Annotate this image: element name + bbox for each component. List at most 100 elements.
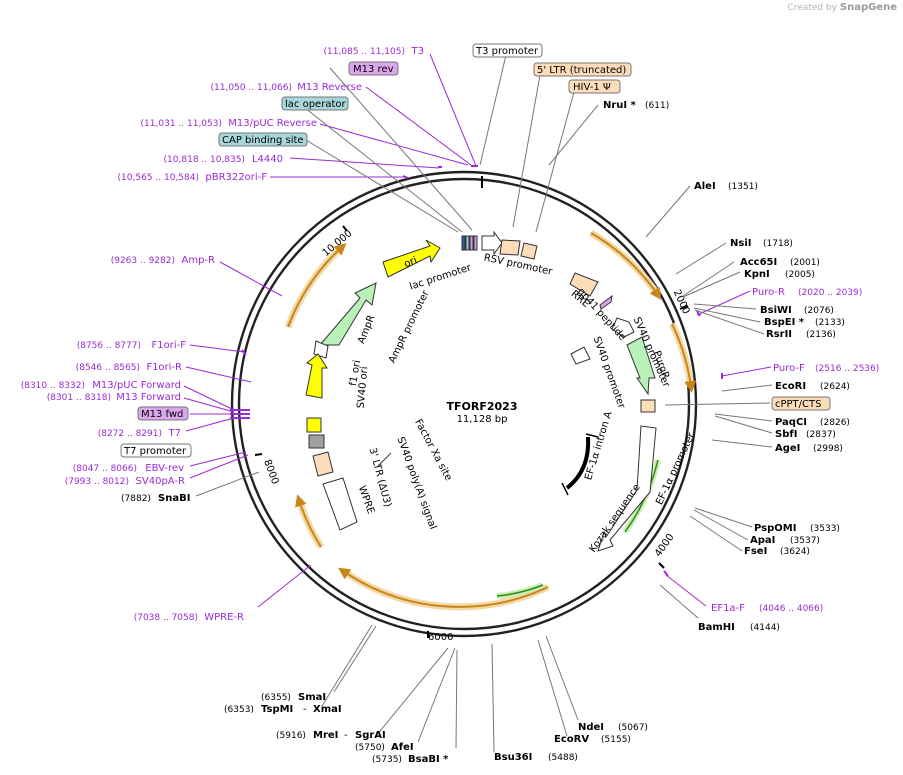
enzyme-tspmi-pos: (6353) — [224, 705, 254, 715]
enzyme-nsii: NsiI — [730, 238, 751, 249]
cppt-box — [640, 399, 656, 413]
enzyme-ndei-pos: (5067) — [618, 723, 648, 733]
enzyme-pspomi-pos: (3533) — [810, 524, 840, 534]
enzyme-bsu36i: Bsu36I — [494, 752, 532, 763]
ampr-label: AmpR — [356, 314, 377, 346]
enzyme-rsrii-pos: (2136) — [806, 330, 836, 340]
enzyme-sbfi-pos: (2837) — [806, 430, 836, 440]
enzyme-ecori: EcoRI — [775, 381, 806, 392]
primer-wpre-r: WPRE-R — [204, 612, 244, 623]
sv40-ori-label: SV40 ori — [356, 366, 371, 409]
sv40ori-box — [306, 417, 322, 433]
primer-ampr-pos: (9263 .. 9282) — [111, 256, 175, 266]
enzyme-bsabi-pos: (5735) — [372, 755, 402, 765]
puror-arrow — [626, 336, 656, 396]
enzyme-agei: AgeI — [775, 443, 800, 454]
primer-t7-pos: (8272 .. 8291) — [98, 429, 162, 439]
primer-labels: T3 (11,085 .. 11,105) M13 Reverse (11,05… — [21, 46, 880, 623]
primer-f1ori-r: F1ori-R — [146, 362, 182, 373]
enzyme-snabi-pos: (7882) — [121, 494, 151, 504]
rsv-promoter-label: RSV promoter — [483, 252, 554, 277]
primer-m13-forward: M13 Forward — [116, 392, 181, 403]
primer-t3: T3 — [411, 46, 424, 57]
primer-pbr322ori-pos: (10,565 .. 10,584) — [118, 173, 199, 183]
enzyme-mrei-pos: (5916) — [276, 731, 306, 741]
m13-rev-label: M13 rev — [353, 64, 394, 75]
enzyme-apai: ApaI — [750, 535, 775, 546]
wpre-label: WPRE — [356, 484, 376, 515]
enzyme-agei-pos: (2998) — [813, 444, 843, 454]
lac-operator-label: lac operator — [285, 99, 346, 110]
enzyme-pspomi: PspOMI — [754, 523, 796, 534]
primer-t3-pos: (11,085 .. 11,105) — [324, 47, 405, 57]
rre-box — [569, 272, 599, 297]
primer-l4440-pos: (10,818 .. 10,835) — [164, 155, 245, 165]
enzyme-xmai-dash: - — [303, 704, 307, 715]
enzyme-smai-pos: (6355) — [261, 693, 291, 703]
ori-label: ori — [403, 255, 419, 270]
plasmid-name: TFORF2023 — [447, 400, 518, 413]
enzyme-labels: NruI * (611) AleI (1351) NsiI (1718) Acc… — [121, 100, 850, 765]
enzyme-mrei: MreI — [313, 730, 338, 741]
enzyme-xmai: XmaI — [313, 704, 342, 715]
enzyme-acc65i: Acc65I — [740, 257, 777, 268]
enzyme-bspei: BspEI * — [764, 317, 805, 328]
enzyme-snabi: SnaBI — [158, 493, 190, 504]
watermark-brand: SnapGene — [839, 2, 897, 13]
enzyme-bamhi-pos: (4144) — [750, 623, 780, 633]
primer-ebv-rev-pos: (8047 .. 8066) — [73, 464, 137, 474]
ori-arrow — [382, 239, 441, 278]
watermark-created-by: Created by — [787, 3, 837, 13]
sv40-promoter-glyph-1 — [611, 317, 635, 338]
enzyme-ecorv-pos: (5155) — [601, 735, 631, 745]
ltr5-label: 5' LTR (truncated) — [537, 65, 626, 76]
primer-l4440: L4440 — [252, 154, 283, 165]
enzyme-kpni: KpnI — [744, 269, 770, 280]
ampr-arrow — [318, 282, 377, 346]
primer-wpre-r-pos: (7038 .. 7058) — [134, 613, 198, 623]
backbone-inner — [237, 177, 691, 631]
enzyme-paqci: PaqCI — [775, 417, 807, 428]
enzyme-fsei: FseI — [744, 546, 767, 557]
t7-promoter-label: T7 promoter — [123, 446, 187, 457]
rsv-promoter-glyph — [481, 230, 503, 256]
enzyme-bsabi: BsaBI * — [408, 754, 449, 765]
t3-promoter-label: T3 promoter — [475, 46, 539, 57]
ef1a-intron-bar — [565, 436, 591, 490]
ltr3-box — [312, 451, 334, 477]
primer-t7: T7 — [168, 428, 181, 439]
enzyme-tspmi: TspMI — [261, 704, 293, 715]
enzyme-nrui-pos: (611) — [645, 101, 669, 111]
cap-binding-label: CAP binding site — [222, 135, 304, 146]
enzyme-apai-pos: (3537) — [790, 536, 820, 546]
primer-markers — [230, 165, 723, 577]
primer-puro-r: Puro-R — [752, 287, 785, 298]
enzyme-kpni-pos: (2005) — [785, 270, 815, 280]
m13-fwd-label: M13 fwd — [141, 409, 183, 420]
primer-ef1a-f-pos: (4046 .. 4066) — [759, 604, 823, 614]
primer-sv40pa-r: SV40pA-R — [136, 476, 185, 487]
ef1a-promoter-label: EF-1α promoter — [654, 430, 697, 506]
tick-8000: 8000 — [261, 458, 280, 486]
enzyme-bspei-pos: (2133) — [815, 318, 845, 328]
enzyme-bsiwi: BsiWI — [760, 305, 792, 316]
sv40-promoter-label-2: SV40 promoter — [591, 335, 627, 411]
ef1a-promoter-arrow — [597, 425, 657, 552]
sv40-polya-box — [308, 434, 325, 449]
sv40-promoter-glyph-2 — [570, 346, 591, 365]
enzyme-fsei-pos: (3624) — [780, 547, 810, 557]
enzyme-afei: AfeI — [391, 742, 414, 753]
enzyme-nsii-pos: (1718) — [763, 239, 793, 249]
enzyme-ndei: NdeI — [578, 722, 604, 733]
enzyme-sbfi: SbfI — [775, 429, 797, 440]
primer-m13puc-forward: M13/pUC Forward — [92, 380, 181, 391]
enzyme-paqci-pos: (2826) — [820, 418, 850, 428]
enzyme-bsiwi-pos: (2076) — [804, 306, 834, 316]
snapgene-watermark: Created by SnapGene — [787, 2, 897, 13]
wpre-glyph — [322, 477, 358, 531]
primer-puro-f-pos: (2516 .. 2536) — [815, 364, 879, 374]
f1-ori-label: f1 ori — [348, 359, 363, 387]
primer-sv40pa-r-pos: (7993 .. 8012) — [65, 477, 129, 487]
primer-m13puc-reverse-pos: (11,031 .. 11,053) — [141, 119, 222, 129]
